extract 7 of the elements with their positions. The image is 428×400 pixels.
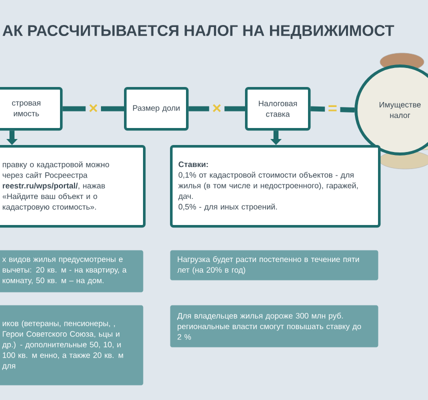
- connector: [62, 106, 124, 112]
- connector: [188, 106, 245, 112]
- edge-label: ×: [86, 104, 101, 114]
- title: АК РАССЧИТЫВАЕТСЯ НАЛОГ НА НЕДВИЖИМОСТ: [2, 25, 394, 39]
- edge-label: =: [324, 105, 340, 114]
- edge-label: ×: [209, 104, 224, 114]
- connector: [310, 106, 355, 112]
